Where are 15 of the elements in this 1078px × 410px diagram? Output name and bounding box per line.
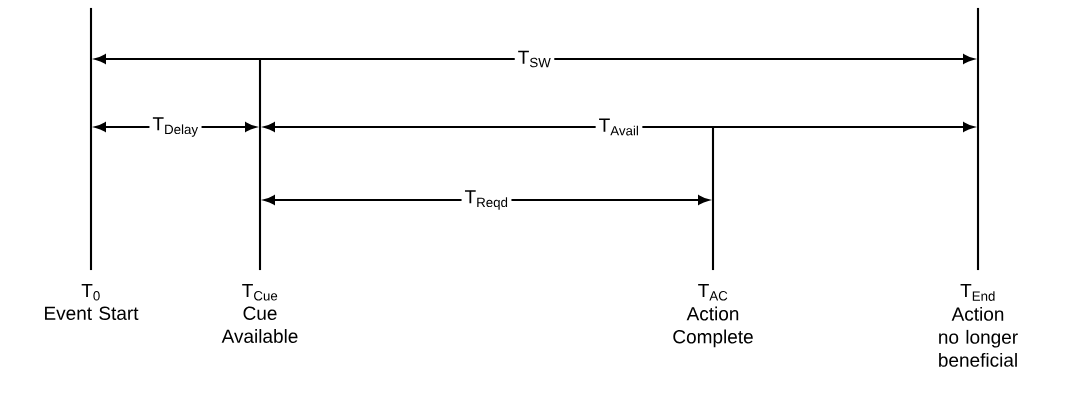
event-label: Action no longer beneficial: [939, 306, 1018, 367]
event-label: Action Complete: [673, 306, 753, 348]
time-label: T$_{End}$: [960, 284, 995, 301]
time-label: T$_{AC}$: [698, 284, 728, 301]
edge-label: T$_{Delay}$: [149, 114, 202, 140]
edge-label: T$_{SW}$: [514, 47, 555, 71]
time-label: T$_{Cue}$: [242, 284, 278, 301]
interval-arrow: [263, 122, 975, 132]
event-label: Cue Available: [221, 306, 298, 343]
interval-arrow: [263, 195, 710, 205]
edge-label: T$_{Avail}$: [595, 115, 643, 139]
event-label: Event Start: [45, 306, 139, 320]
edge-label: T$_{Reqd}$: [461, 187, 512, 213]
time-label: T$_{0}$: [81, 284, 100, 301]
interval-arrow: [94, 54, 975, 64]
